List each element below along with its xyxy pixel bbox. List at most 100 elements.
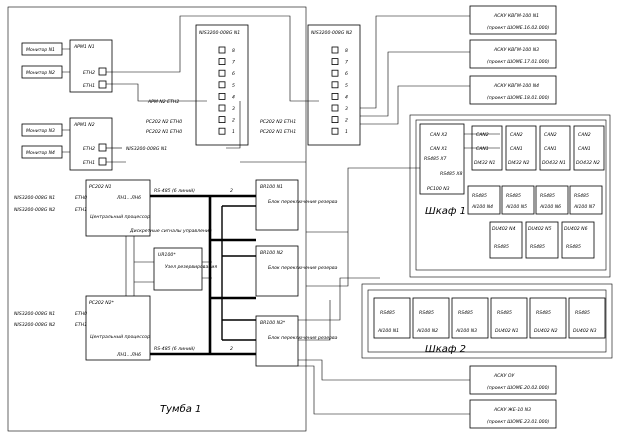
ext-kvgm-n1-proj: (проект ШОМЕ.16.02.000) xyxy=(487,25,549,31)
switch-n2-port-1 xyxy=(331,127,339,135)
can-module-3-can1: CAN1 xyxy=(544,146,557,152)
switch-n2-port-8-label: 8 xyxy=(345,48,348,54)
cpu-n1-eth1: ETH1 xyxy=(75,207,87,213)
shkaf1-du-module-2 xyxy=(525,221,559,259)
br100-n1-label: Блок переключения резерва xyxy=(268,199,338,205)
switch-n1-port-3 xyxy=(218,104,226,112)
shkaf1-ai-module-3-rs: RS485 xyxy=(540,193,555,199)
cpu-n2-eth1: ETH1 xyxy=(75,322,87,328)
shkaf1-ai-module-4-rs: RS485 xyxy=(574,193,589,199)
pc100-title: PC100 N3 xyxy=(427,186,450,192)
switch-n2-port-8 xyxy=(331,46,339,54)
arm1-n2-eth1-port xyxy=(98,157,107,166)
br100-n1-title: BR100 N1 xyxy=(260,184,283,190)
switch-n1-port-3-label: 3 xyxy=(232,106,235,112)
shkaf2-module-1 xyxy=(373,297,411,339)
shkaf2-module-2 xyxy=(412,297,450,339)
switch-n1-port-7 xyxy=(218,58,226,65)
br100-n3-title: BR100 N3* xyxy=(260,320,286,326)
pc100-n3-box xyxy=(419,123,465,195)
shkaf1-du-module-3 xyxy=(561,221,595,259)
cpu-n1-label: Центральный процессор xyxy=(90,214,150,220)
cpu-n2-left1: NIS3200-008G N2 xyxy=(14,322,55,328)
shkaf1-du-module-1-rs: RS485 xyxy=(494,244,509,250)
arm1-n1-eth2-port xyxy=(98,67,107,76)
switch-n2-port-7 xyxy=(331,58,339,65)
br100-n3-label: Блок переключения резерва xyxy=(268,335,338,341)
can-module-4 xyxy=(573,125,605,171)
br100-n2-title: BR100 N2 xyxy=(260,250,283,256)
ext-kvgm-n1 xyxy=(469,5,557,35)
shkaf2-module-2-rs: RS485 xyxy=(419,310,434,316)
switch-n1-label-arm: АРМ N2 ETH2 xyxy=(147,99,179,105)
shkaf2-module-4-name: DU402 N1 xyxy=(495,328,519,334)
br100-n3-box xyxy=(255,315,299,367)
can-module-4-can2: CAN2 xyxy=(578,132,591,138)
bus-count-top: 2 xyxy=(230,188,233,194)
shkaf1-ai-module-4-name: AI100 N7 xyxy=(573,204,595,210)
switch-n2-port-4 xyxy=(331,93,339,100)
switch-n1-port-1 xyxy=(218,127,226,135)
discrete-signals-label: Дискретные сигналы управления xyxy=(129,228,212,234)
arm1-n2-title: АРМ1 N2 xyxy=(73,122,95,128)
arm1-n2-eth1: ETH1 xyxy=(83,160,95,166)
ur100-title: UR100* xyxy=(158,252,176,258)
can-module-4-name: DO432 N2 xyxy=(576,160,600,166)
shkaf1-du-module-2-rs: RS485 xyxy=(530,244,545,250)
arm1-n2-link-label: NIS3200-008G N1 xyxy=(126,146,167,152)
ext-ou xyxy=(469,365,557,395)
switch-n2-port-3 xyxy=(331,104,339,112)
shkaf1-frame xyxy=(409,114,611,278)
br100-n2-label: Блок переключения резерва xyxy=(268,265,338,271)
shkaf1-du-module-3-rs: RS485 xyxy=(566,244,581,250)
pc100-can1: CAN X1 xyxy=(430,146,447,152)
ext-je10-n3-name: АСКУ ЖЕ-10 N3 xyxy=(493,407,531,413)
switch-n1-label-pc2: PC202 N2 ETH0 xyxy=(146,119,182,125)
shkaf2-title: Шкаф 2 xyxy=(425,344,466,355)
ext-kvgm-n4-proj: (проект ШОМЕ.18.01.000) xyxy=(487,95,549,101)
shkaf2-frame xyxy=(361,283,613,359)
shkaf2-module-5-rs: RS485 xyxy=(536,310,551,316)
ext-je10-n3 xyxy=(469,399,557,429)
shkaf2-module-6-name: DU402 N3 xyxy=(573,328,597,334)
ur100-label: Узел резервирования xyxy=(165,264,217,270)
cpu-n2-eth0: ETH0 xyxy=(75,311,87,317)
pc100-can2: CAN X2 xyxy=(430,132,447,138)
ext-kvgm-n1-name: АСКУ КВГМ-100 N1 xyxy=(493,13,539,19)
shkaf1-ai-module-1-rs: RS485 xyxy=(472,193,487,199)
cpu-n1-eth0: ETH0 xyxy=(75,195,87,201)
monitor-n1-label: Монитор N1 xyxy=(26,47,55,53)
shkaf1-ai-module-1 xyxy=(467,185,501,215)
monitor-n2-label: Монитор N2 xyxy=(26,70,55,76)
cpu-n2-box xyxy=(85,295,151,361)
arm1-n1-eth1-port xyxy=(98,80,107,89)
can-module-3-can2: CAN2 xyxy=(544,132,557,138)
shkaf1-ai-module-2-rs: RS485 xyxy=(506,193,521,199)
ext-je10-n3-proj: (проект ШОМЕ.23.01.000) xyxy=(487,419,549,425)
ext-kvgm-n3-name: АСКУ КВГМ-100 N3 xyxy=(493,47,539,53)
shkaf2-module-6-rs: RS485 xyxy=(575,310,590,316)
ext-kvgm-n4-name: АСКУ КВГМ-100 N4 xyxy=(493,83,539,89)
shkaf2-module-4 xyxy=(490,297,528,339)
cpu-n2-title: PC202 N2* xyxy=(89,300,115,306)
shkaf2-module-2-name: AI100 N2 xyxy=(416,328,438,334)
shkaf1-du-module-3-name: DU402 N6 xyxy=(564,226,588,232)
can-module-2 xyxy=(505,125,537,171)
switch-n1-port-6-label: 6 xyxy=(232,71,235,77)
shkaf2-module-3-rs: RS485 xyxy=(458,310,473,316)
can-module-1-can1: CAN1 xyxy=(476,146,489,152)
switch-n1-port-8 xyxy=(218,46,226,54)
shkaf1-du-module-1-name: DU402 N4 xyxy=(492,226,516,232)
shkaf1-ai-module-4 xyxy=(569,185,603,215)
switch-n2-title: NIS3200-008G N2 xyxy=(311,30,352,36)
cpu-n1-ln: ЛН1...ЛН6 xyxy=(116,195,141,201)
can-module-2-can1: CAN1 xyxy=(510,146,523,152)
shkaf1-ai-module-1-name: AI100 N4 xyxy=(471,204,493,210)
shkaf2-module-5-name: DU402 N2 xyxy=(534,328,558,334)
tumba-label: Тумба 1 xyxy=(160,403,201,415)
switch-n2-port-6-label: 6 xyxy=(345,71,348,77)
can-module-1-name: DI432 N1 xyxy=(474,160,496,166)
